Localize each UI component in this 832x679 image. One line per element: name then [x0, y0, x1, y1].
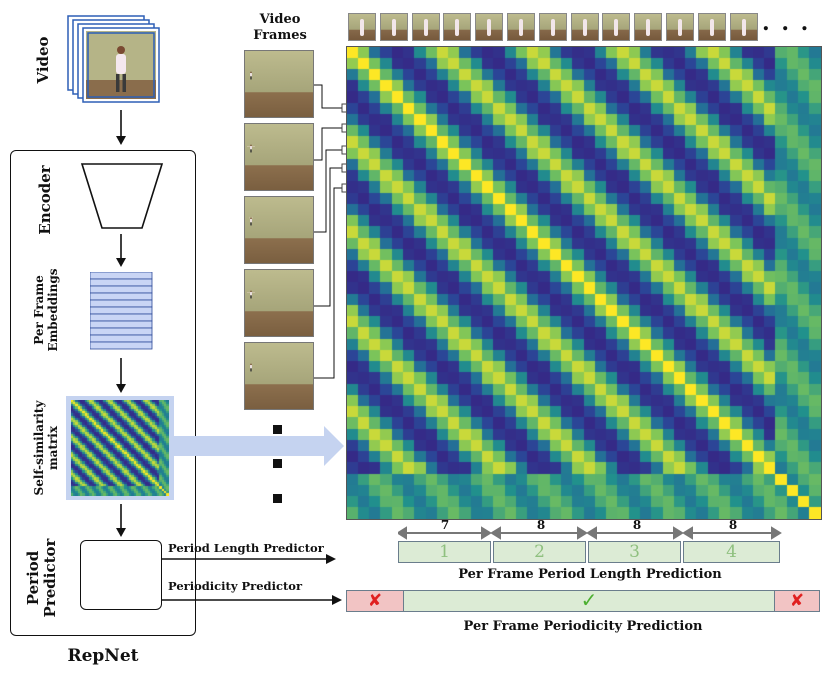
- video-frame: [244, 342, 314, 410]
- embedding-row: [90, 299, 153, 308]
- embedding-row: [90, 327, 153, 336]
- periodicity-caption: Per Frame Periodicity Prediction: [463, 619, 703, 634]
- ssm-label: Self-similarity matrix: [32, 401, 60, 496]
- embeddings-stack-icon: [90, 272, 153, 350]
- predictor-label-line2: Predictor: [41, 538, 59, 618]
- period-length-predictor-label: Period Length Predictor: [168, 541, 324, 555]
- periodicity-negative-left: ✘: [346, 590, 404, 612]
- embeddings-label-line1: Per Frame: [32, 275, 46, 345]
- video-frame: [244, 196, 314, 264]
- thumbnail-frame: [443, 13, 472, 41]
- segment-length-2: 8: [536, 518, 546, 532]
- repnet-box: [10, 150, 196, 636]
- embedding-row: [90, 341, 153, 350]
- embedding-row: [90, 272, 153, 280]
- video-stack-icon: [67, 15, 160, 103]
- period-segment-3: 3: [588, 541, 681, 563]
- thumbnail-frame: [348, 13, 376, 41]
- arrow-period-length: [162, 554, 336, 564]
- video-frames-label-line2: Frames: [253, 28, 307, 43]
- arrow-video-to-repnet: [116, 110, 126, 145]
- period-segment-4: 4: [683, 541, 780, 563]
- thumbnail-frame: [666, 13, 694, 41]
- thumbnail-frame: [634, 13, 663, 41]
- embeddings-label-line2: Embeddings: [46, 268, 60, 352]
- period-length-arrows: [398, 526, 782, 540]
- video-frame: [244, 269, 314, 337]
- thumbnail-frame: [538, 13, 567, 41]
- predictor-box: [80, 540, 162, 610]
- encoder-trapezoid-icon: [80, 163, 164, 229]
- video-frames-label: Video Frames: [238, 12, 322, 44]
- repnet-title: RepNet: [67, 646, 139, 666]
- ellipsis-dot-3: [273, 494, 282, 503]
- embedding-row: [90, 334, 153, 343]
- thumbnail-frame: [411, 13, 440, 41]
- embedding-row: [90, 320, 153, 329]
- embedding-row: [90, 278, 153, 287]
- thumbnail-frame: [602, 13, 631, 41]
- ellipsis-dot-1: [273, 425, 282, 434]
- ssm-label-line2: matrix: [46, 425, 60, 471]
- ssm-label-line1: Self-similarity: [32, 400, 46, 496]
- encoder-label: Encoder: [36, 165, 54, 235]
- predictor-label-line1: Period: [24, 550, 42, 606]
- segment-length-4: 8: [728, 518, 738, 532]
- periodicity-predictor-label: Periodicity Predictor: [168, 579, 303, 593]
- period-length-caption: Per Frame Period Length Prediction: [458, 567, 722, 582]
- arrow-periodicity: [162, 595, 342, 605]
- self-similarity-matrix: [346, 46, 822, 520]
- period-segment-2: 2: [493, 541, 586, 563]
- thumbnail-frame: [697, 13, 726, 41]
- periodicity-positive-mark: ✓: [580, 588, 598, 612]
- embedding-row: [90, 292, 153, 301]
- thumbnail-frame: [570, 13, 599, 41]
- thumbnail-frame: [507, 13, 535, 41]
- embedding-row: [90, 313, 153, 322]
- segment-length-1: 7: [440, 518, 450, 532]
- arrow-ssm-to-predictor: [116, 504, 126, 537]
- ssm-thumbnail: [71, 400, 169, 496]
- thumbnail-frame: [379, 13, 408, 41]
- video-frame: [244, 50, 314, 118]
- ellipsis-dot-2: [273, 459, 282, 468]
- arrow-ssm-to-matrix: [174, 426, 344, 466]
- segment-length-3: 8: [632, 518, 642, 532]
- period-segment-1: 1: [398, 541, 491, 563]
- video-frames-label-line1: Video: [259, 12, 301, 27]
- arrow-embeddings-to-ssm: [116, 358, 126, 393]
- thumbnail-ellipsis: . . .: [762, 10, 811, 36]
- embedding-row: [90, 306, 153, 315]
- predictor-label: Period Predictor: [24, 538, 59, 618]
- thumbnail-frame: [475, 13, 504, 41]
- embedding-row: [90, 285, 153, 294]
- video-frame: [244, 123, 314, 191]
- video-label: Video: [34, 36, 52, 84]
- arrow-encoder-to-embeddings: [116, 234, 126, 267]
- embeddings-label: Per Frame Embeddings: [32, 268, 60, 351]
- thumbnail-frame: [729, 13, 758, 41]
- periodicity-negative-right: ✘: [774, 590, 820, 612]
